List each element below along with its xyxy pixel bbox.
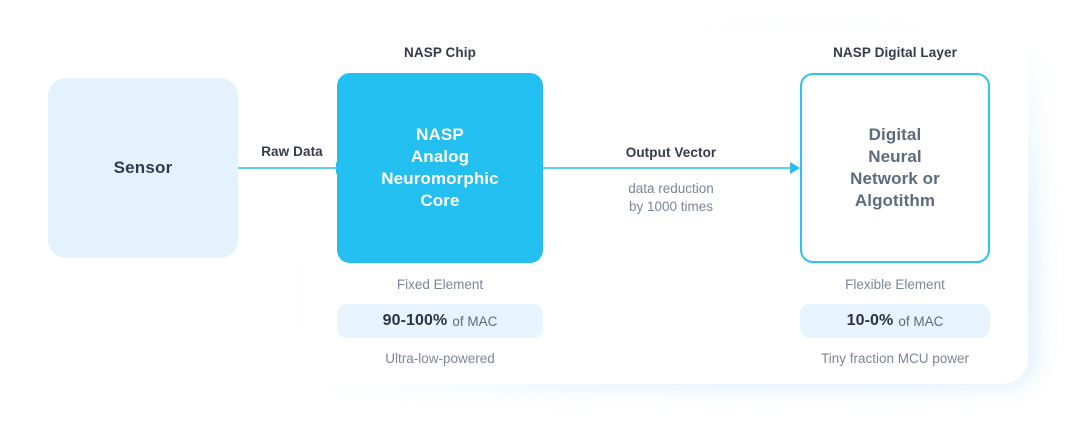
nasp-digital-layer-box-line: Neural (868, 147, 922, 166)
output-vector-subtext: data reduction by 1000 times (545, 180, 797, 216)
nasp-digital-layer-title: NASP Digital Layer (833, 45, 957, 60)
sensor-label: Sensor (113, 158, 173, 177)
nasp-chip-box-line: Neuromorphic (381, 169, 499, 188)
output-vector-subtext-line2: by 1000 times (628, 199, 714, 214)
arrow-right-icon (790, 162, 800, 174)
nasp-digital-layer-mac-unit: of MAC (898, 313, 944, 329)
nasp-chip-title: NASP Chip (404, 45, 476, 60)
nasp-digital-layer-box-line: Digital (868, 125, 922, 144)
nasp-chip-box-line: Core (420, 191, 460, 210)
nasp-digital-layer-box: Digital Neural Network or Algotithm (800, 73, 990, 263)
nasp-chip-mac-percent: 90-100% (382, 312, 448, 329)
nasp-chip-box-text: NASP Analog Neuromorphic Core (381, 124, 498, 212)
nasp-digital-layer-mac-badge: 10-0% of MAC (800, 304, 990, 338)
nasp-chip-box-line: Analog (410, 147, 470, 166)
nasp-chip-mac-unit: of MAC (452, 313, 498, 329)
connector-chip-to-digital (540, 161, 802, 175)
output-vector-label: Output Vector (625, 145, 717, 160)
connector-sensor-to-chip (238, 161, 348, 175)
nasp-digital-layer-box-text: Digital Neural Network or Algotithm (850, 124, 940, 212)
nasp-digital-layer-foot-caption: Tiny fraction MCU power (820, 351, 970, 366)
nasp-chip-element-caption: Fixed Element (396, 277, 484, 292)
nasp-chip-box-line: NASP (416, 125, 464, 144)
connector-line (540, 167, 792, 169)
nasp-digital-layer-box-line: Network or (850, 169, 940, 188)
nasp-chip-box: NASP Analog Neuromorphic Core (337, 73, 543, 263)
raw-data-label: Raw Data (261, 144, 323, 159)
nasp-chip-mac-badge: 90-100% of MAC (337, 304, 543, 338)
nasp-digital-layer-element-caption: Flexible Element (845, 277, 945, 292)
nasp-digital-layer-box-line: Algotithm (854, 191, 936, 210)
column-nasp-chip: NASP Chip NASP Analog Neuromorphic Core … (337, 45, 543, 366)
nasp-chip-foot-caption: Ultra-low-powered (385, 351, 495, 366)
nasp-digital-layer-mac-percent: 10-0% (846, 312, 894, 329)
connector-line (238, 167, 338, 169)
sensor-block: Sensor (48, 78, 238, 258)
column-nasp-digital-layer: NASP Digital Layer Digital Neural Networ… (800, 45, 990, 366)
output-vector-subtext-line1: data reduction (628, 181, 714, 196)
